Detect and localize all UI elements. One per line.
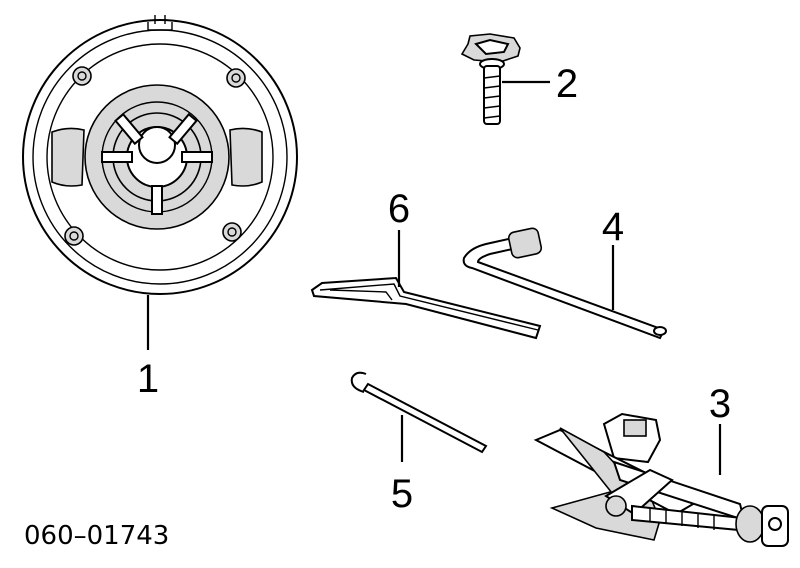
callout-number-1: 1: [137, 357, 159, 401]
callout-number-6: 6: [388, 187, 410, 231]
hold-down-bolt-drawing: [460, 33, 521, 125]
tool-bag-drawing: [310, 276, 542, 340]
jack-handle-drawing: [350, 371, 488, 454]
lug-wrench-drawing: [462, 227, 667, 340]
callout-number-5: 5: [391, 472, 413, 516]
callout-number-2: 2: [556, 62, 578, 106]
figure-code: 060–01743: [24, 521, 169, 551]
callout-number-4: 4: [602, 205, 624, 249]
callout-number-3: 3: [709, 382, 731, 426]
scissor-jack-drawing: [533, 412, 789, 547]
spare-wheel-drawing: [22, 15, 298, 295]
